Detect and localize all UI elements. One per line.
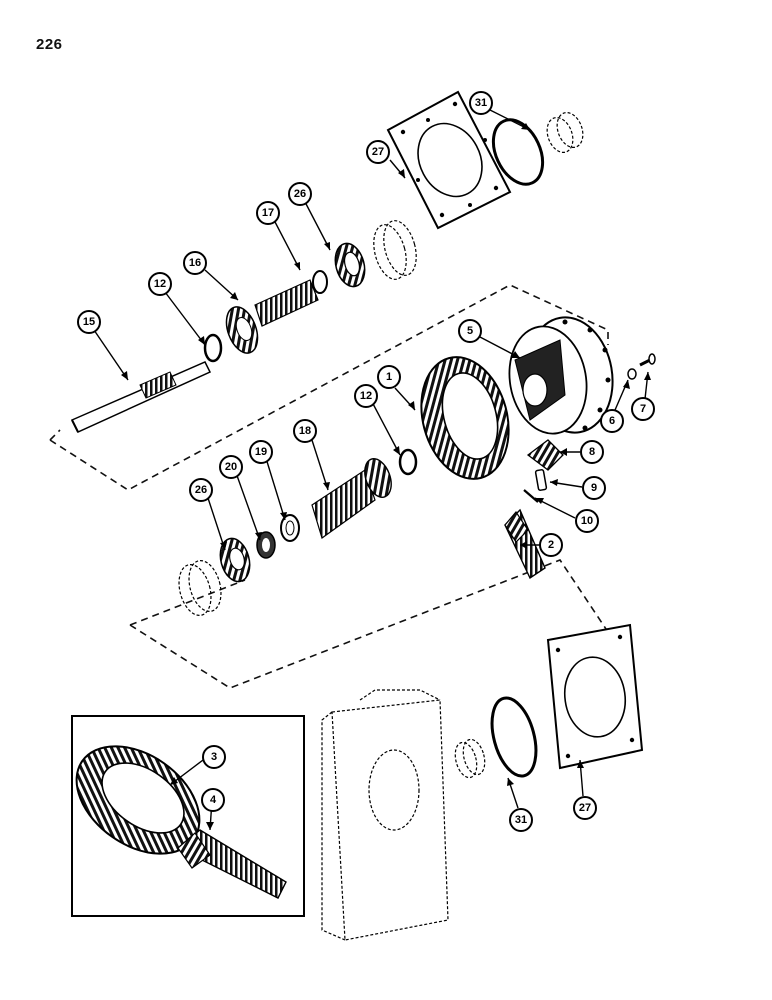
callout-4: 4 [201, 788, 225, 812]
callout-5: 5 [458, 319, 482, 343]
race-20 [256, 531, 276, 559]
svg-text:20: 20 [225, 461, 237, 473]
sleeve-19 [280, 514, 300, 542]
svg-text:6: 6 [609, 415, 615, 427]
callout-19: 19 [249, 440, 273, 464]
svg-text:17: 17 [262, 207, 274, 219]
callout-26-upper: 26 [288, 182, 312, 206]
svg-text:8: 8 [589, 446, 595, 458]
bearing-26-upper [334, 220, 417, 288]
shaft-15 [70, 361, 212, 433]
callout-17: 17 [256, 201, 280, 225]
callout-9: 9 [582, 476, 606, 500]
svg-text:2: 2 [548, 539, 554, 551]
callout-31-lower: 31 [509, 808, 533, 832]
svg-text:26: 26 [195, 484, 207, 496]
svg-text:4: 4 [210, 794, 217, 806]
callout-12-upper: 12 [148, 272, 172, 296]
callout-7: 7 [631, 397, 655, 421]
housing-dashed [321, 689, 449, 941]
svg-text:27: 27 [579, 802, 591, 814]
gasket-27-lower [546, 623, 644, 770]
gear-18 [311, 458, 392, 539]
svg-text:26: 26 [294, 188, 306, 200]
bolt-7 [639, 353, 656, 367]
differential-case-5 [508, 316, 614, 435]
gear-16 [225, 279, 319, 354]
callouts: 31 27 26 17 16 12 15 5 1 12 18 19 20 26 … [77, 91, 655, 832]
callout-27-top: 27 [366, 140, 390, 164]
svg-text:1: 1 [386, 371, 392, 383]
svg-text:7: 7 [640, 403, 646, 415]
callout-10: 10 [575, 509, 599, 533]
svg-text:3: 3 [211, 751, 217, 763]
roll-pin-10 [523, 489, 539, 503]
ring-gear-1 [420, 356, 510, 480]
svg-text:19: 19 [255, 446, 267, 458]
callout-20: 20 [219, 455, 243, 479]
callout-26-lower: 26 [189, 478, 213, 502]
bearing-cup-dashed-lower [454, 738, 486, 779]
page-number: 226 [36, 36, 63, 53]
svg-text:31: 31 [475, 97, 487, 109]
o-ring-31-top [491, 118, 545, 186]
pinion-shaft-4 [176, 829, 287, 899]
callout-1: 1 [377, 365, 401, 389]
svg-text:12: 12 [360, 390, 372, 402]
svg-text:9: 9 [591, 482, 597, 494]
washer-12-upper [203, 333, 223, 363]
pin-9 [534, 469, 548, 491]
gasket-27-top [386, 90, 512, 230]
svg-text:18: 18 [299, 425, 311, 437]
callout-6: 6 [600, 409, 624, 433]
o-ring-31-lower [490, 696, 538, 778]
callout-27-lower: 27 [573, 796, 597, 820]
snap-ring-17 [312, 270, 328, 294]
svg-text:16: 16 [189, 257, 201, 269]
svg-text:31: 31 [515, 814, 527, 826]
callout-15: 15 [77, 310, 101, 334]
callout-2: 2 [539, 533, 563, 557]
callout-16: 16 [183, 251, 207, 275]
spider-gear-8 [526, 439, 564, 471]
callout-3: 3 [202, 745, 226, 769]
svg-text:10: 10 [581, 515, 593, 527]
bearing-26-lower [178, 537, 251, 617]
washer-12-lower [398, 448, 418, 476]
washer-6 [627, 368, 637, 380]
assembly-outline-upper [49, 284, 609, 491]
callout-31-top: 31 [469, 91, 493, 115]
assembly-outline-lower [129, 559, 621, 689]
bearing-cup-dashed-top [546, 111, 584, 154]
svg-text:12: 12 [154, 278, 166, 290]
svg-text:5: 5 [467, 325, 473, 337]
arrowheads [121, 123, 651, 830]
svg-text:15: 15 [83, 316, 95, 328]
inset-box [71, 715, 305, 917]
svg-text:27: 27 [372, 146, 384, 158]
callout-8: 8 [580, 440, 604, 464]
callout-18: 18 [293, 419, 317, 443]
callout-12-lower: 12 [354, 384, 378, 408]
